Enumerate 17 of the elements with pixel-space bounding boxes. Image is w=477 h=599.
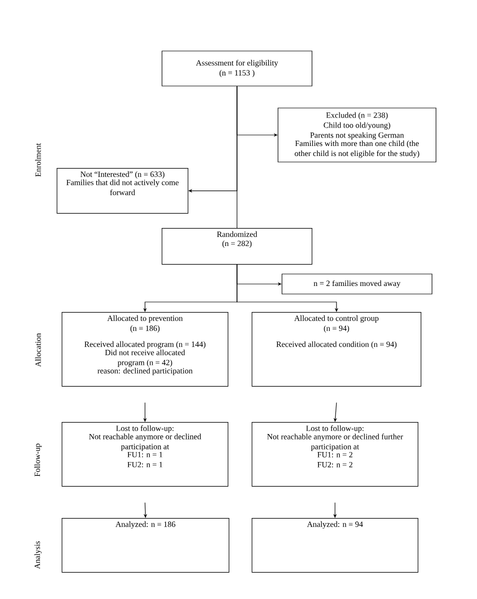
arrow	[334, 402, 338, 422]
stage-label: Enrolment	[35, 143, 41, 177]
process-box: Analyzed: n = 94	[252, 518, 418, 573]
exclusion-box: Excluded (n = 238) Child too old/young) Parents not speaking German Families with more than one child (the other child is not eligible for the study)	[278, 108, 436, 162]
process-box: Lost to follow-up: Not reachable anymore or declined participation at FU1: n = 1 FU2: n = 1	[62, 422, 228, 487]
stage-label: Analysis	[34, 541, 42, 569]
process-box: Allocated to prevention (n = 186) Received allocated program (n = 144) Did not receive allocated program (n = 42) reason: declined participation	[62, 312, 228, 387]
stage-label: Allocation	[35, 333, 41, 367]
process-box: Randomized (n = 282)	[162, 228, 312, 265]
exclusion-box: Not “Interested” (n = 633) Families that did not actively come forward	[56, 168, 188, 214]
process-box: Analyzed: n = 186	[62, 518, 230, 573]
exclusion-box: n = 2 families moved away	[282, 274, 432, 294]
stage-label: Follow-up	[34, 444, 42, 476]
arrow	[236, 264, 338, 312]
process-box: Assessment for eligibility (n = 1153 )	[162, 50, 312, 86]
process-box: Lost to follow-up: Not reachable anymore or declined further participation at FU1: n = 2 FU2: n = 2	[252, 422, 418, 487]
process-box: Allocated to control group (n = 94) Received allocated condition (n = 94)	[252, 312, 422, 387]
